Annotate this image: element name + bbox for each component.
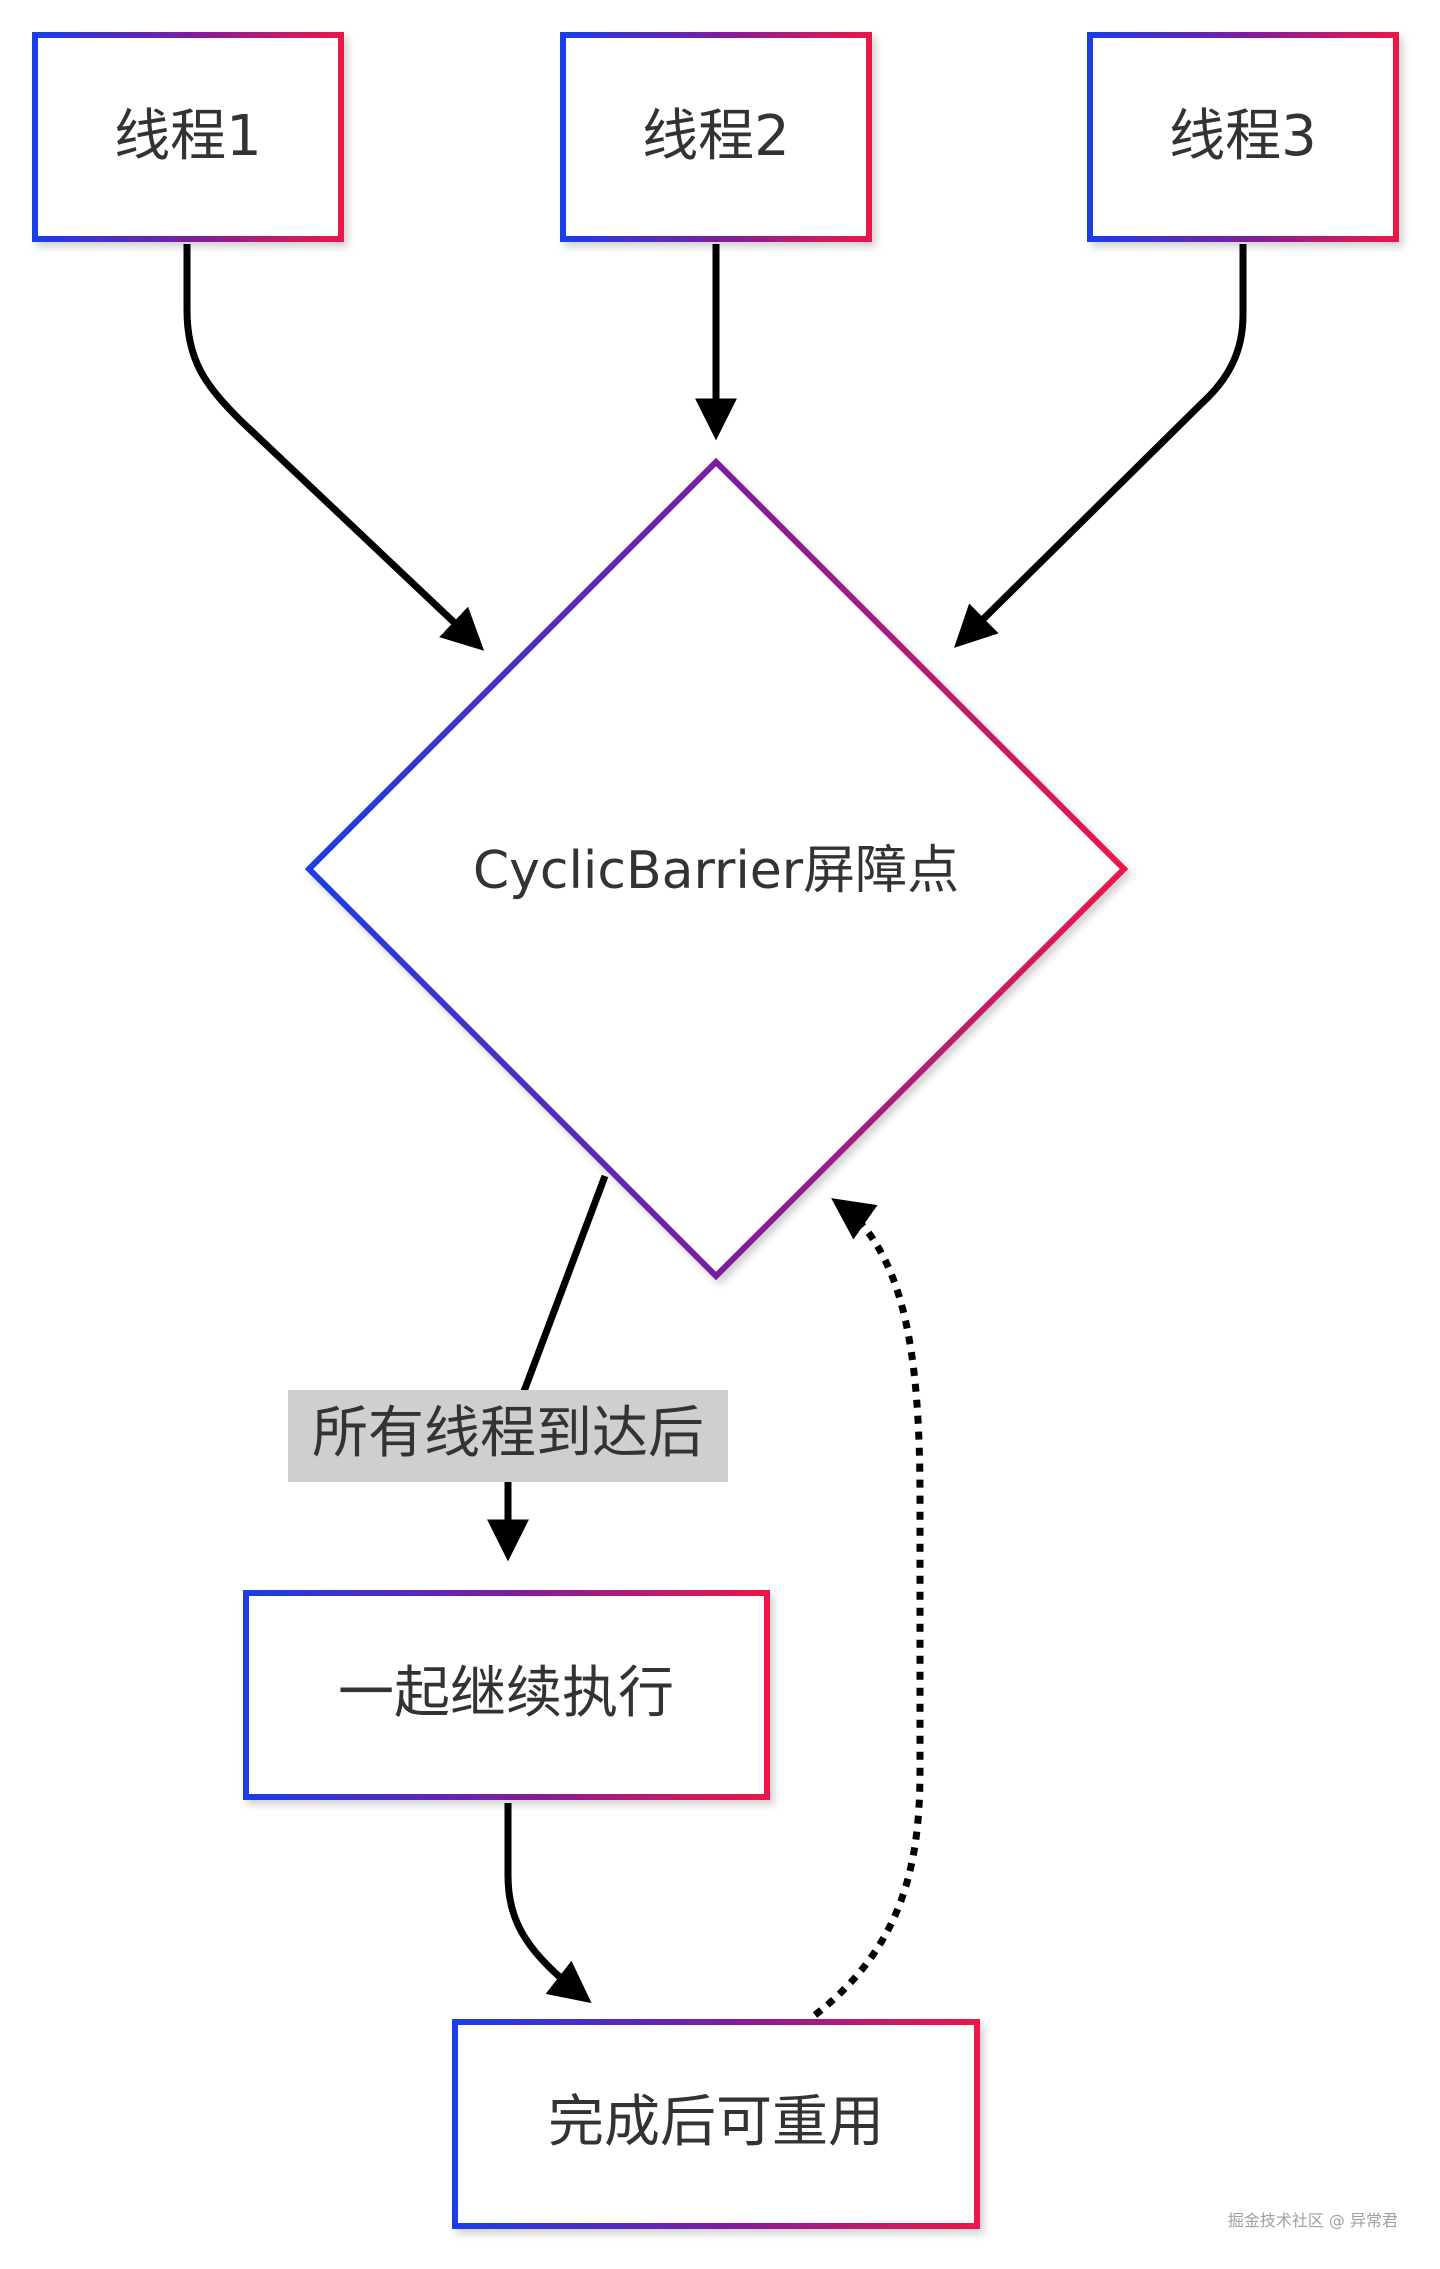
node-reuse-box — [452, 2019, 980, 2229]
node-thread1-label: 线程1 — [114, 104, 262, 169]
node-thread1-box — [32, 32, 344, 242]
node-barrier: CyclicBarrier屏障点 — [304, 457, 1129, 1281]
node-reuse: 完成后可重用 — [452, 2019, 980, 2229]
node-reuse-label: 完成后可重用 — [548, 2090, 884, 2155]
node-thread3-box — [1087, 32, 1399, 242]
edge-thread1-to-barrier — [183, 244, 485, 651]
node-thread3-label: 线程3 — [1169, 104, 1317, 169]
node-thread2-box — [560, 32, 872, 242]
watermark-text: 掘金技术社区 @ 异常君 — [1228, 2211, 1398, 2230]
edge-label-background — [288, 1390, 728, 1482]
edge-continue-to-reuse — [504, 1803, 592, 2004]
node-barrier-label: CyclicBarrier屏障点 — [473, 841, 959, 901]
node-continue-label: 一起继续执行 — [338, 1661, 674, 1726]
edge-thread3-to-barrier — [954, 244, 1247, 648]
edge-label-all-arrived: 所有线程到达后 — [288, 1390, 728, 1482]
node-thread2: 线程2 — [560, 32, 872, 242]
node-thread2-label: 线程2 — [642, 104, 790, 169]
node-thread1: 线程1 — [32, 32, 344, 242]
edge-reuse-loop-to-barrier — [812, 1198, 924, 2018]
node-barrier-diamond — [304, 457, 1129, 1281]
edges — [183, 244, 1247, 2018]
edge-label-text: 所有线程到达后 — [312, 1401, 704, 1466]
node-continue-box — [243, 1590, 770, 1800]
node-thread3: 线程3 — [1087, 32, 1399, 242]
node-continue: 一起继续执行 — [243, 1590, 770, 1800]
edge-barrier-to-continue — [487, 1174, 609, 1562]
